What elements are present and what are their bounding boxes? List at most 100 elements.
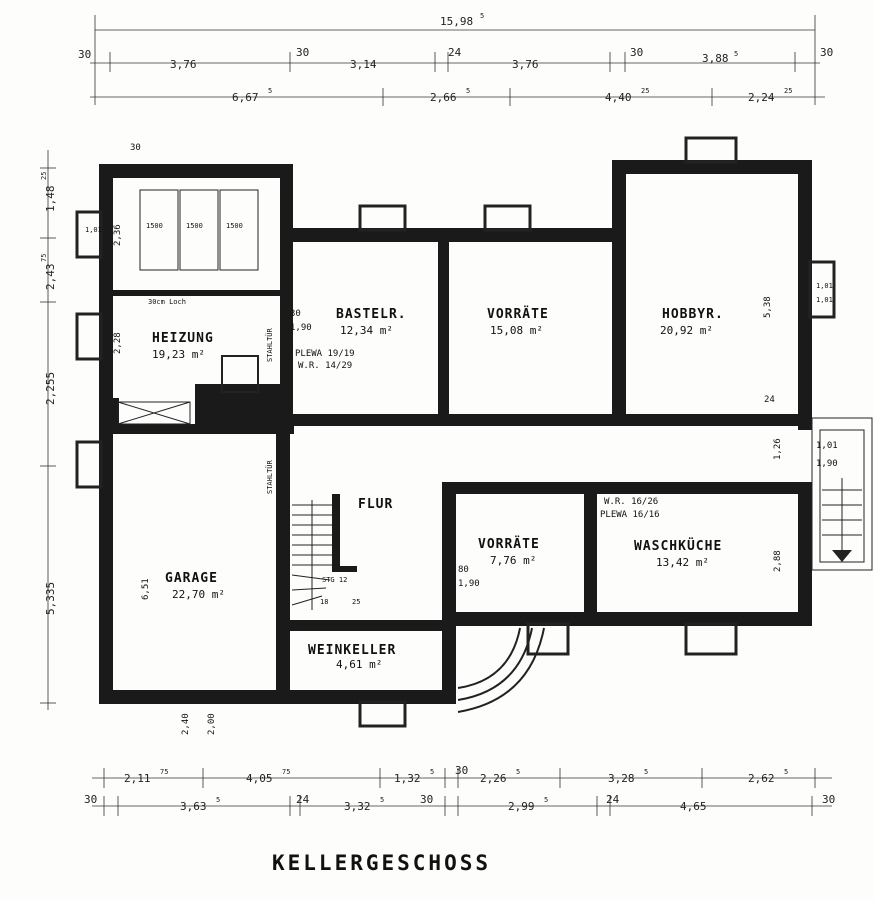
dim-top2-2: 2,66 — [430, 91, 457, 104]
dim-top2-1: 6,67 — [232, 91, 259, 104]
dim-top-6: 3,76 — [512, 58, 539, 71]
walls — [99, 160, 812, 704]
oil-tanks: 1500 1500 1500 30cm Loch — [117, 189, 259, 425]
dim-top2-4-sup: 25 — [784, 87, 792, 95]
dim-top2-1-sup: 5 — [268, 87, 272, 95]
room-labels: BASTELR. 12,34 m² VORRÄTE 15,08 m² HOBBY… — [152, 306, 724, 671]
room-name-heizung: HEIZUNG — [152, 331, 214, 346]
tank-room-depth: 2,36 — [113, 224, 123, 246]
dim-left-4: 5,335 — [44, 582, 57, 615]
dim-bottom2-2-sup: 5 — [216, 796, 220, 804]
dim-bottom2-2: 3,63 — [180, 800, 207, 813]
dim-bottom-6-sup: 5 — [644, 768, 648, 776]
top-dimensions: 15,98 5 30 3,76 30 3,14 24 3,76 30 3,88 … — [78, 12, 833, 106]
dim-bottom-7-sup: 5 — [784, 768, 788, 776]
note-wr-2: W.R. 16/26 — [604, 497, 658, 507]
dim-bottom-3: 1,32 — [394, 772, 421, 785]
room-name-waschkueche: WASCHKÜCHE — [634, 538, 722, 554]
note-plewa-2: PLEWA 16/16 — [600, 510, 660, 520]
dim-bottom2-3: 24 — [296, 793, 310, 806]
room-area-waschkueche: 13,42 m² — [656, 556, 709, 569]
waschkueche-depth: 2,88 — [773, 550, 783, 572]
room-area-bastel: 12,34 m² — [340, 324, 393, 337]
dim-top2-3-sup: 25 — [641, 87, 649, 95]
window-label-1: 1,01 — [816, 282, 833, 290]
note-stahltuer-2: STAHLTÜR — [265, 459, 274, 494]
room-area-heizung: 19,23 m² — [152, 348, 205, 361]
dim-bottom-4: 30 — [455, 764, 468, 777]
dim-overall: 15,98 — [440, 15, 473, 28]
dim-bottom2-9: 30 — [822, 793, 835, 806]
door-dim-3: 1,01 — [816, 441, 838, 451]
room-area-weinkeller: 4,61 m² — [336, 658, 382, 671]
dim-bottom2-8: 4,65 — [680, 800, 707, 813]
garage-door-height: 2,00 — [207, 713, 217, 735]
dim-top-8: 3,88 — [702, 52, 729, 65]
door-dim-4: 1,90 — [816, 459, 838, 469]
note-stg-2: 18 — [320, 598, 328, 606]
dim-top-1: 30 — [78, 48, 91, 61]
dim-bottom2-4-sup: 5 — [380, 796, 384, 804]
dim-bottom2-5: 30 — [420, 793, 433, 806]
tank-label-3: 1500 — [226, 222, 243, 230]
corridor-depth: 1,26 — [773, 438, 783, 460]
dim-bottom-2: 4,05 — [246, 772, 273, 785]
dim-bottom2-7: 24 — [606, 793, 620, 806]
dim-bottom-7: 2,62 — [748, 772, 775, 785]
door-dim-5: 80 — [458, 565, 469, 575]
tank-label-1: 1500 — [146, 222, 163, 230]
loch-note: 30cm Loch — [148, 298, 186, 306]
light-wells: 1,01 1,01 1,01 — [75, 136, 836, 728]
dim-bottom-2-sup: 75 — [282, 768, 290, 776]
dim-top-10: 30 — [820, 46, 833, 59]
dim-bottom2-1: 30 — [84, 793, 97, 806]
dim-top-3: 30 — [296, 46, 309, 59]
room-name-hobby: HOBBYR. — [662, 307, 724, 322]
plan-title: KELLERGESCHOSS — [272, 851, 491, 875]
wall-thickness-top: 30 — [130, 143, 141, 153]
room-area-hobby: 20,92 m² — [660, 324, 713, 337]
room-area-vorraete-1: 15,08 m² — [490, 324, 543, 337]
door-dim-2: 1,90 — [290, 323, 312, 333]
note-wr-1: W.R. 14/29 — [298, 361, 352, 371]
dim-top2-4: 2,24 — [748, 91, 775, 104]
dim-bottom-5: 2,26 — [480, 772, 507, 785]
room-area-garage: 22,70 m² — [172, 588, 225, 601]
heizung-depth: 2,28 — [113, 332, 123, 354]
dim-overall-sup: 5 — [480, 12, 484, 20]
tank-label-2: 1500 — [186, 222, 203, 230]
note-stg-3: 25 — [352, 598, 360, 606]
dim-bottom-1: 2,11 — [124, 772, 151, 785]
bottom-dimensions: 2,11 75 4,05 75 1,32 5 30 2,26 5 3,28 5 … — [84, 764, 835, 816]
dim-left-2: 2,43 — [44, 264, 57, 291]
window-label-2: 1,01 — [816, 296, 833, 304]
note-stg: STG 12 — [322, 576, 347, 584]
dim-left-2-sup: 75 — [40, 254, 48, 262]
dim-top2-3: 4,40 — [605, 91, 632, 104]
dim-bottom2-6-sup: 5 — [544, 796, 548, 804]
wall-thickness-right: 24 — [764, 395, 775, 405]
curved-ramp — [457, 627, 545, 713]
exterior-stairs — [811, 417, 873, 571]
dim-left-1: 1,48 — [44, 186, 57, 213]
room-name-weinkeller: WEINKELLER — [308, 643, 396, 658]
note-plewa-1: PLEWA 19/19 — [295, 349, 355, 359]
room-name-vorraete-1: VORRÄTE — [487, 306, 549, 322]
dim-bottom-6: 3,28 — [608, 772, 635, 785]
room-name-bastel: BASTELR. — [336, 307, 407, 322]
room-name-flur: FLUR — [358, 497, 393, 512]
dim-top-7: 30 — [630, 46, 643, 59]
dim-left-1-sup: 25 — [40, 172, 48, 180]
hobby-depth: 5,38 — [763, 296, 773, 318]
dim-left-3: 2,255 — [44, 372, 57, 405]
plan-notes: PLEWA 19/19 W.R. 14/29 W.R. 16/26 PLEWA … — [113, 143, 838, 735]
dim-top-4: 3,14 — [350, 58, 377, 71]
dim-top-8-sup: 5 — [734, 50, 738, 58]
door-dim-1: 30 — [290, 309, 301, 319]
staircase — [291, 500, 332, 610]
room-name-vorraete-2: VORRÄTE — [478, 536, 540, 552]
dim-top-2: 3,76 — [170, 58, 197, 71]
svg-text:1,01: 1,01 — [85, 226, 102, 234]
